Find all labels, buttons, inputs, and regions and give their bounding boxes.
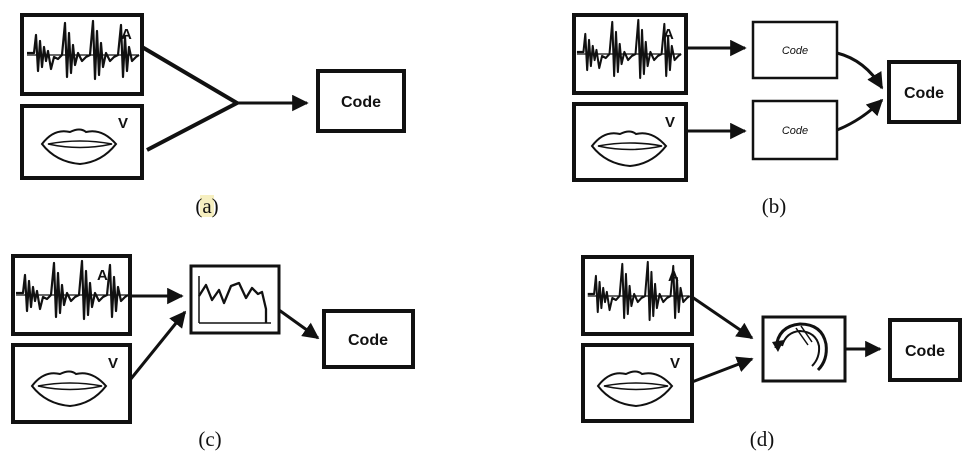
code-box-c: Code <box>322 309 415 369</box>
audio-tag-a: A <box>121 26 132 43</box>
video-box-c: V <box>11 343 132 424</box>
panel-c: A V Code (c) <box>11 254 415 451</box>
audio-box-c: A <box>11 254 132 336</box>
arrow-combiner-to-code-c <box>278 308 320 340</box>
audio-box-b: A <box>572 13 688 95</box>
arrow-audio-to-combiner-d <box>691 295 754 340</box>
video-tag-a: V <box>118 115 128 132</box>
code-label-d: Code <box>905 343 945 360</box>
arrow-video-to-combiner-d <box>691 356 754 384</box>
video-tag-c: V <box>108 355 118 372</box>
caption-c: (c) <box>198 427 221 451</box>
caption-d: (d) <box>750 427 775 451</box>
sub-code-box-2-b: Code <box>751 99 839 161</box>
caption-highlight-a <box>200 195 214 217</box>
caption-a: (a) <box>195 194 218 218</box>
arrow-video-to-combiner-c <box>128 310 187 381</box>
arrow-code1-to-code-b <box>836 51 884 90</box>
code-label-b: Code <box>904 85 944 102</box>
audio-tag-d: A <box>668 268 679 285</box>
combiner-box-c <box>189 264 281 335</box>
video-tag-d: V <box>670 355 680 372</box>
code-box-d: Code <box>888 318 962 382</box>
panel-a: A V Code (a) <box>20 13 406 218</box>
arrow-code2-to-code-b <box>836 98 884 132</box>
panel-d: A V Code (d) <box>581 255 962 451</box>
code-label-c: Code <box>348 332 388 349</box>
sub-code-label-2-b: Code <box>782 125 808 137</box>
sub-code-label-1-b: Code <box>782 45 808 57</box>
video-box-a: V <box>20 104 144 180</box>
signal-graph-icon <box>198 276 271 324</box>
combiner-box-d <box>761 315 847 383</box>
video-box-d: V <box>581 343 694 423</box>
audio-box-d: A <box>581 255 694 336</box>
sub-code-box-1-b: Code <box>751 20 839 80</box>
panel-b: A V Code Code Code (b) <box>572 13 961 218</box>
code-label-a: Code <box>341 94 381 111</box>
audio-box-a: A <box>20 13 144 96</box>
video-box-b: V <box>572 102 688 182</box>
audio-tag-c: A <box>97 267 108 284</box>
video-tag-b: V <box>665 114 675 131</box>
caption-b: (b) <box>762 194 787 218</box>
merge-lines-a <box>140 45 242 152</box>
code-box-a: Code <box>316 69 406 133</box>
audio-tag-b: A <box>663 26 674 43</box>
curved-arrow-icon <box>772 322 828 372</box>
code-box-b: Code <box>887 60 961 124</box>
